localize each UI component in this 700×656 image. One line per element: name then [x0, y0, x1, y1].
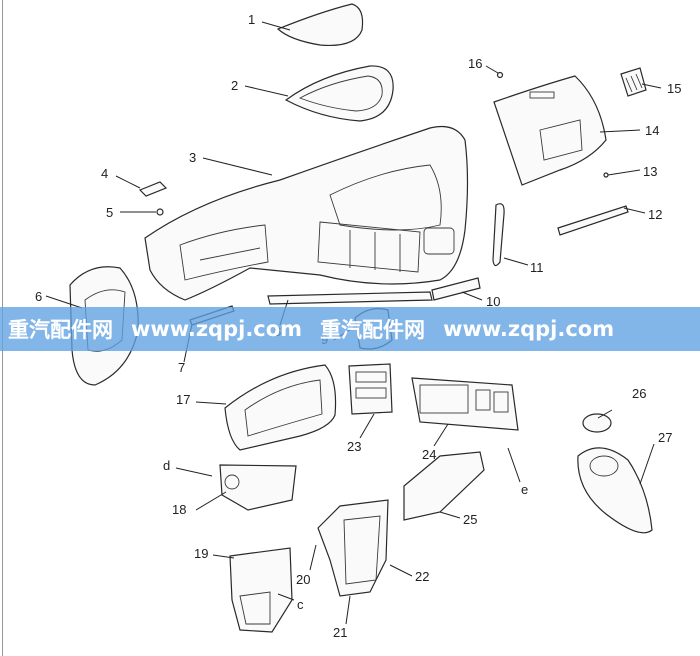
watermark-banner: 重汽配件网 www.zqpj.com 重汽配件网 www.zqpj.com [0, 307, 700, 351]
part-27-tray [577, 447, 653, 534]
watermark-cn-2: 重汽配件网 [320, 318, 426, 342]
callout-c: c [297, 597, 304, 612]
part-11-side-trim [492, 203, 505, 267]
watermark-cn-1: 重汽配件网 [8, 318, 113, 342]
callout-5: 5 [106, 205, 113, 220]
callout-4: 4 [101, 166, 108, 181]
part-24-center-console [411, 377, 519, 431]
part-26-cup-holder [582, 413, 612, 433]
watermark-url-2: www.zqpj.com [443, 317, 615, 341]
callout-d: d [163, 458, 170, 473]
callout-14: 14 [645, 123, 659, 138]
callout-e: e [521, 482, 528, 497]
watermark-url-1: www.zqpj.com [131, 317, 303, 341]
part-23-switch-panel [348, 363, 393, 415]
part-13-screw [603, 172, 609, 178]
callout-17: 17 [176, 392, 190, 407]
part-18-bracket [219, 464, 297, 511]
callout-20: 20 [296, 572, 310, 587]
part-12-rail [557, 205, 629, 236]
part-16-clip [496, 71, 504, 79]
part-4-clip [138, 181, 168, 197]
callout-21: 21 [333, 625, 347, 640]
callout-15: 15 [667, 81, 681, 96]
part-25-bracket [403, 451, 485, 521]
callout-27: 27 [658, 430, 672, 445]
callout-2: 2 [231, 78, 238, 93]
part-21-support [317, 499, 389, 597]
part-10-trim-strip [431, 277, 481, 301]
callout-19: 19 [194, 546, 208, 561]
part-1-cover [276, 3, 364, 47]
callout-18: 18 [172, 502, 186, 517]
part-5-screw [156, 208, 164, 216]
part-3-dashboard [144, 125, 469, 301]
part-2-frame [284, 65, 394, 122]
callout-13: 13 [643, 164, 657, 179]
part-14-glovebox [493, 75, 607, 186]
callout-23: 23 [347, 439, 361, 454]
part-19-lower-panel [229, 547, 293, 633]
part-8-lower-trim [267, 291, 433, 305]
callout-26: 26 [632, 386, 646, 401]
callout-1: 1 [248, 12, 255, 27]
part-17-cluster-surround [224, 364, 337, 451]
callout-7: 7 [178, 360, 185, 375]
callout-12: 12 [648, 207, 662, 222]
callout-6: 6 [35, 289, 42, 304]
callout-11: 11 [530, 260, 544, 275]
callout-24: 24 [422, 447, 436, 462]
callout-3: 3 [189, 150, 196, 165]
callout-16: 16 [468, 56, 482, 71]
callout-22: 22 [415, 569, 429, 584]
callout-25: 25 [463, 512, 477, 527]
callout-10: 10 [486, 294, 500, 309]
